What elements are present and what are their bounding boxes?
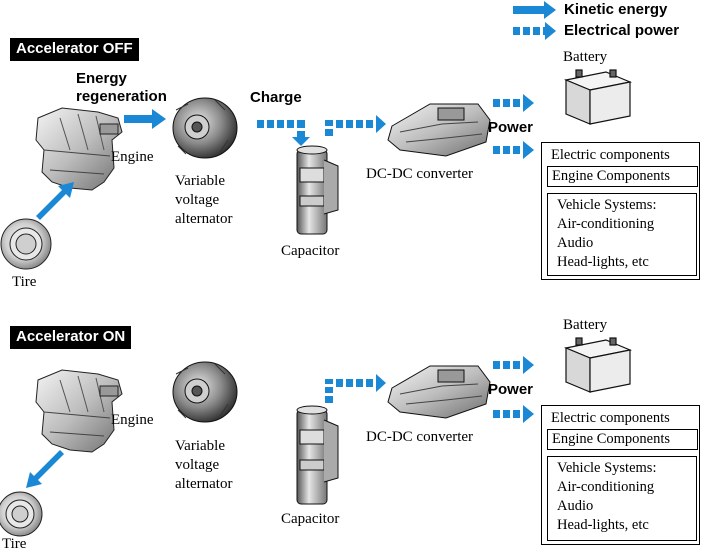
- power-label-bottom: Power: [488, 381, 534, 398]
- vehicle-systems-line4-top: Head-lights, etc: [557, 254, 649, 270]
- engine-label-bottom: Engine: [111, 412, 154, 428]
- battery-image-bottom: [563, 337, 633, 393]
- legend-electrical-label: Electrical power: [564, 22, 680, 39]
- components-box-bottom: Electric components Engine Components Ve…: [541, 405, 700, 545]
- electric-components-label-top: Electric components: [551, 147, 670, 163]
- energy-regen-line2: regeneration: [76, 88, 167, 105]
- dcdc-label-top: DC-DC converter: [366, 166, 474, 182]
- engine-components-label-top: Engine Components: [552, 168, 671, 184]
- engine-components-label-bottom: Engine Components: [552, 431, 671, 447]
- battery-label-top: Battery: [563, 49, 608, 65]
- engine-image-top: [35, 107, 123, 191]
- vehicle-systems-line2-top: Air-conditioning: [557, 216, 655, 232]
- dcdc-to-battery-arrow-top: [493, 94, 534, 112]
- alternator-image-top: [172, 97, 238, 159]
- capacitor-to-dcdc-arrow-top: [325, 115, 386, 136]
- vehicle-systems-line1-top: Vehicle Systems:: [557, 197, 657, 213]
- vehicle-systems-line1-bottom: Vehicle Systems:: [557, 460, 657, 476]
- power-label-top: Power: [488, 119, 534, 136]
- capacitor-label-bottom: Capacitor: [281, 511, 340, 527]
- capacitor-label-top: Capacitor: [281, 243, 340, 259]
- alternator-label-bottom-1: Variable: [175, 438, 225, 454]
- electric-components-label-bottom: Electric components: [551, 410, 670, 426]
- engine-components-box-top: Engine Components: [547, 166, 698, 187]
- components-box-top: Electric components Engine Components Ve…: [541, 142, 700, 280]
- tire-to-engine-arrow: [36, 182, 74, 220]
- mode-tag-top: Accelerator OFF: [10, 38, 139, 61]
- vehicle-systems-box-bottom: Vehicle Systems: Air-conditioning Audio …: [547, 456, 697, 541]
- alternator-to-capacitor-arrow: [257, 120, 310, 146]
- alternator-label-bottom-3: alternator: [175, 476, 233, 492]
- vehicle-systems-line3-bottom: Audio: [557, 498, 594, 514]
- dcdc-label-bottom: DC-DC converter: [366, 429, 474, 445]
- capacitor-image-bottom: [296, 405, 339, 505]
- legend-kinetic-label: Kinetic energy: [564, 1, 668, 18]
- capacitor-image-top: [296, 145, 339, 235]
- charge-label: Charge: [250, 89, 302, 106]
- alternator-label-top-2: voltage: [175, 192, 220, 208]
- tire-image-top: [0, 218, 52, 270]
- vehicle-systems-line4-bottom: Head-lights, etc: [557, 517, 649, 533]
- legend-electrical-arrow: [513, 22, 556, 40]
- engine-to-alternator-arrow: [124, 109, 166, 129]
- engine-image-bottom: [35, 369, 123, 453]
- battery-label-bottom: Battery: [563, 317, 608, 333]
- vehicle-systems-line3-top: Audio: [557, 235, 594, 251]
- dcdc-image-top: [387, 103, 491, 157]
- vehicle-systems-line2-bottom: Air-conditioning: [557, 479, 655, 495]
- tire-label-top: Tire: [12, 274, 37, 290]
- engine-label-top: Engine: [111, 149, 154, 165]
- dcdc-image-bottom: [387, 365, 491, 419]
- dcdc-to-components-arrow-top: [493, 141, 534, 159]
- tire-label-bottom: Tire: [2, 536, 27, 552]
- engine-to-tire-arrow: [26, 450, 64, 488]
- engine-components-box-bottom: Engine Components: [547, 429, 698, 450]
- vehicle-systems-box-top: Vehicle Systems: Air-conditioning Audio …: [547, 193, 697, 276]
- alternator-label-top-1: Variable: [175, 173, 225, 189]
- legend-kinetic-arrow: [513, 1, 556, 19]
- mode-tag-bottom: Accelerator ON: [10, 326, 132, 349]
- alternator-label-bottom-2: voltage: [175, 457, 220, 473]
- alternator-image-bottom: [172, 361, 238, 423]
- energy-regen-line1: Energy: [76, 70, 127, 87]
- battery-image-top: [563, 69, 633, 125]
- dcdc-to-battery-arrow-bottom: [493, 356, 534, 374]
- tire-image-bottom: [0, 491, 43, 537]
- alternator-label-top-3: alternator: [175, 211, 233, 227]
- capacitor-to-dcdc-arrow-bottom: [325, 374, 386, 403]
- dcdc-to-components-arrow-bottom: [493, 405, 534, 423]
